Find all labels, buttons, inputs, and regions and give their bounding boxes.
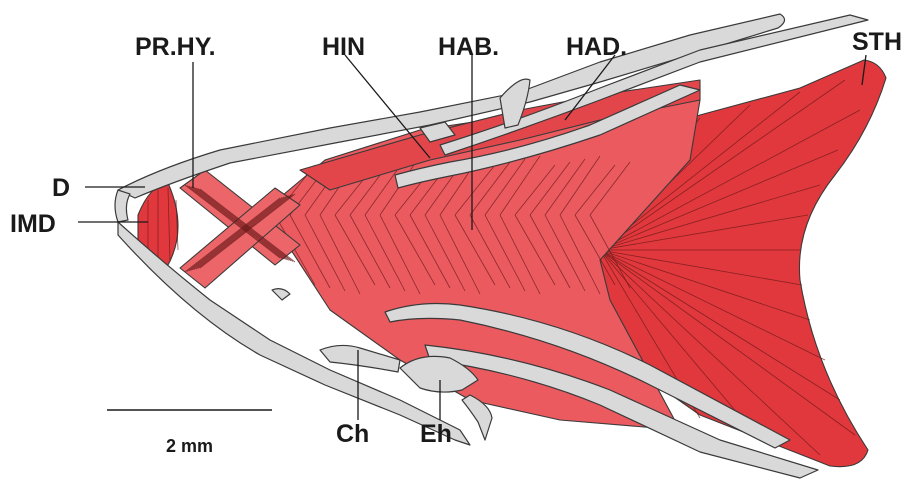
label-had: HAD. (566, 33, 627, 61)
label-hin: HIN (322, 33, 365, 61)
label-imd: IMD (10, 210, 56, 238)
scale-bar-label: 2 mm (166, 436, 213, 456)
small-knob-bone (272, 289, 290, 300)
label-eh: Eh (420, 420, 452, 448)
label-ch: Ch (336, 420, 369, 448)
dentary-tip-bone (115, 190, 130, 222)
label-sth: STH (852, 28, 902, 56)
label-hab: HAB. (438, 33, 499, 61)
label-d: D (52, 174, 70, 202)
label-pr-hy: PR.HY. (135, 33, 216, 61)
